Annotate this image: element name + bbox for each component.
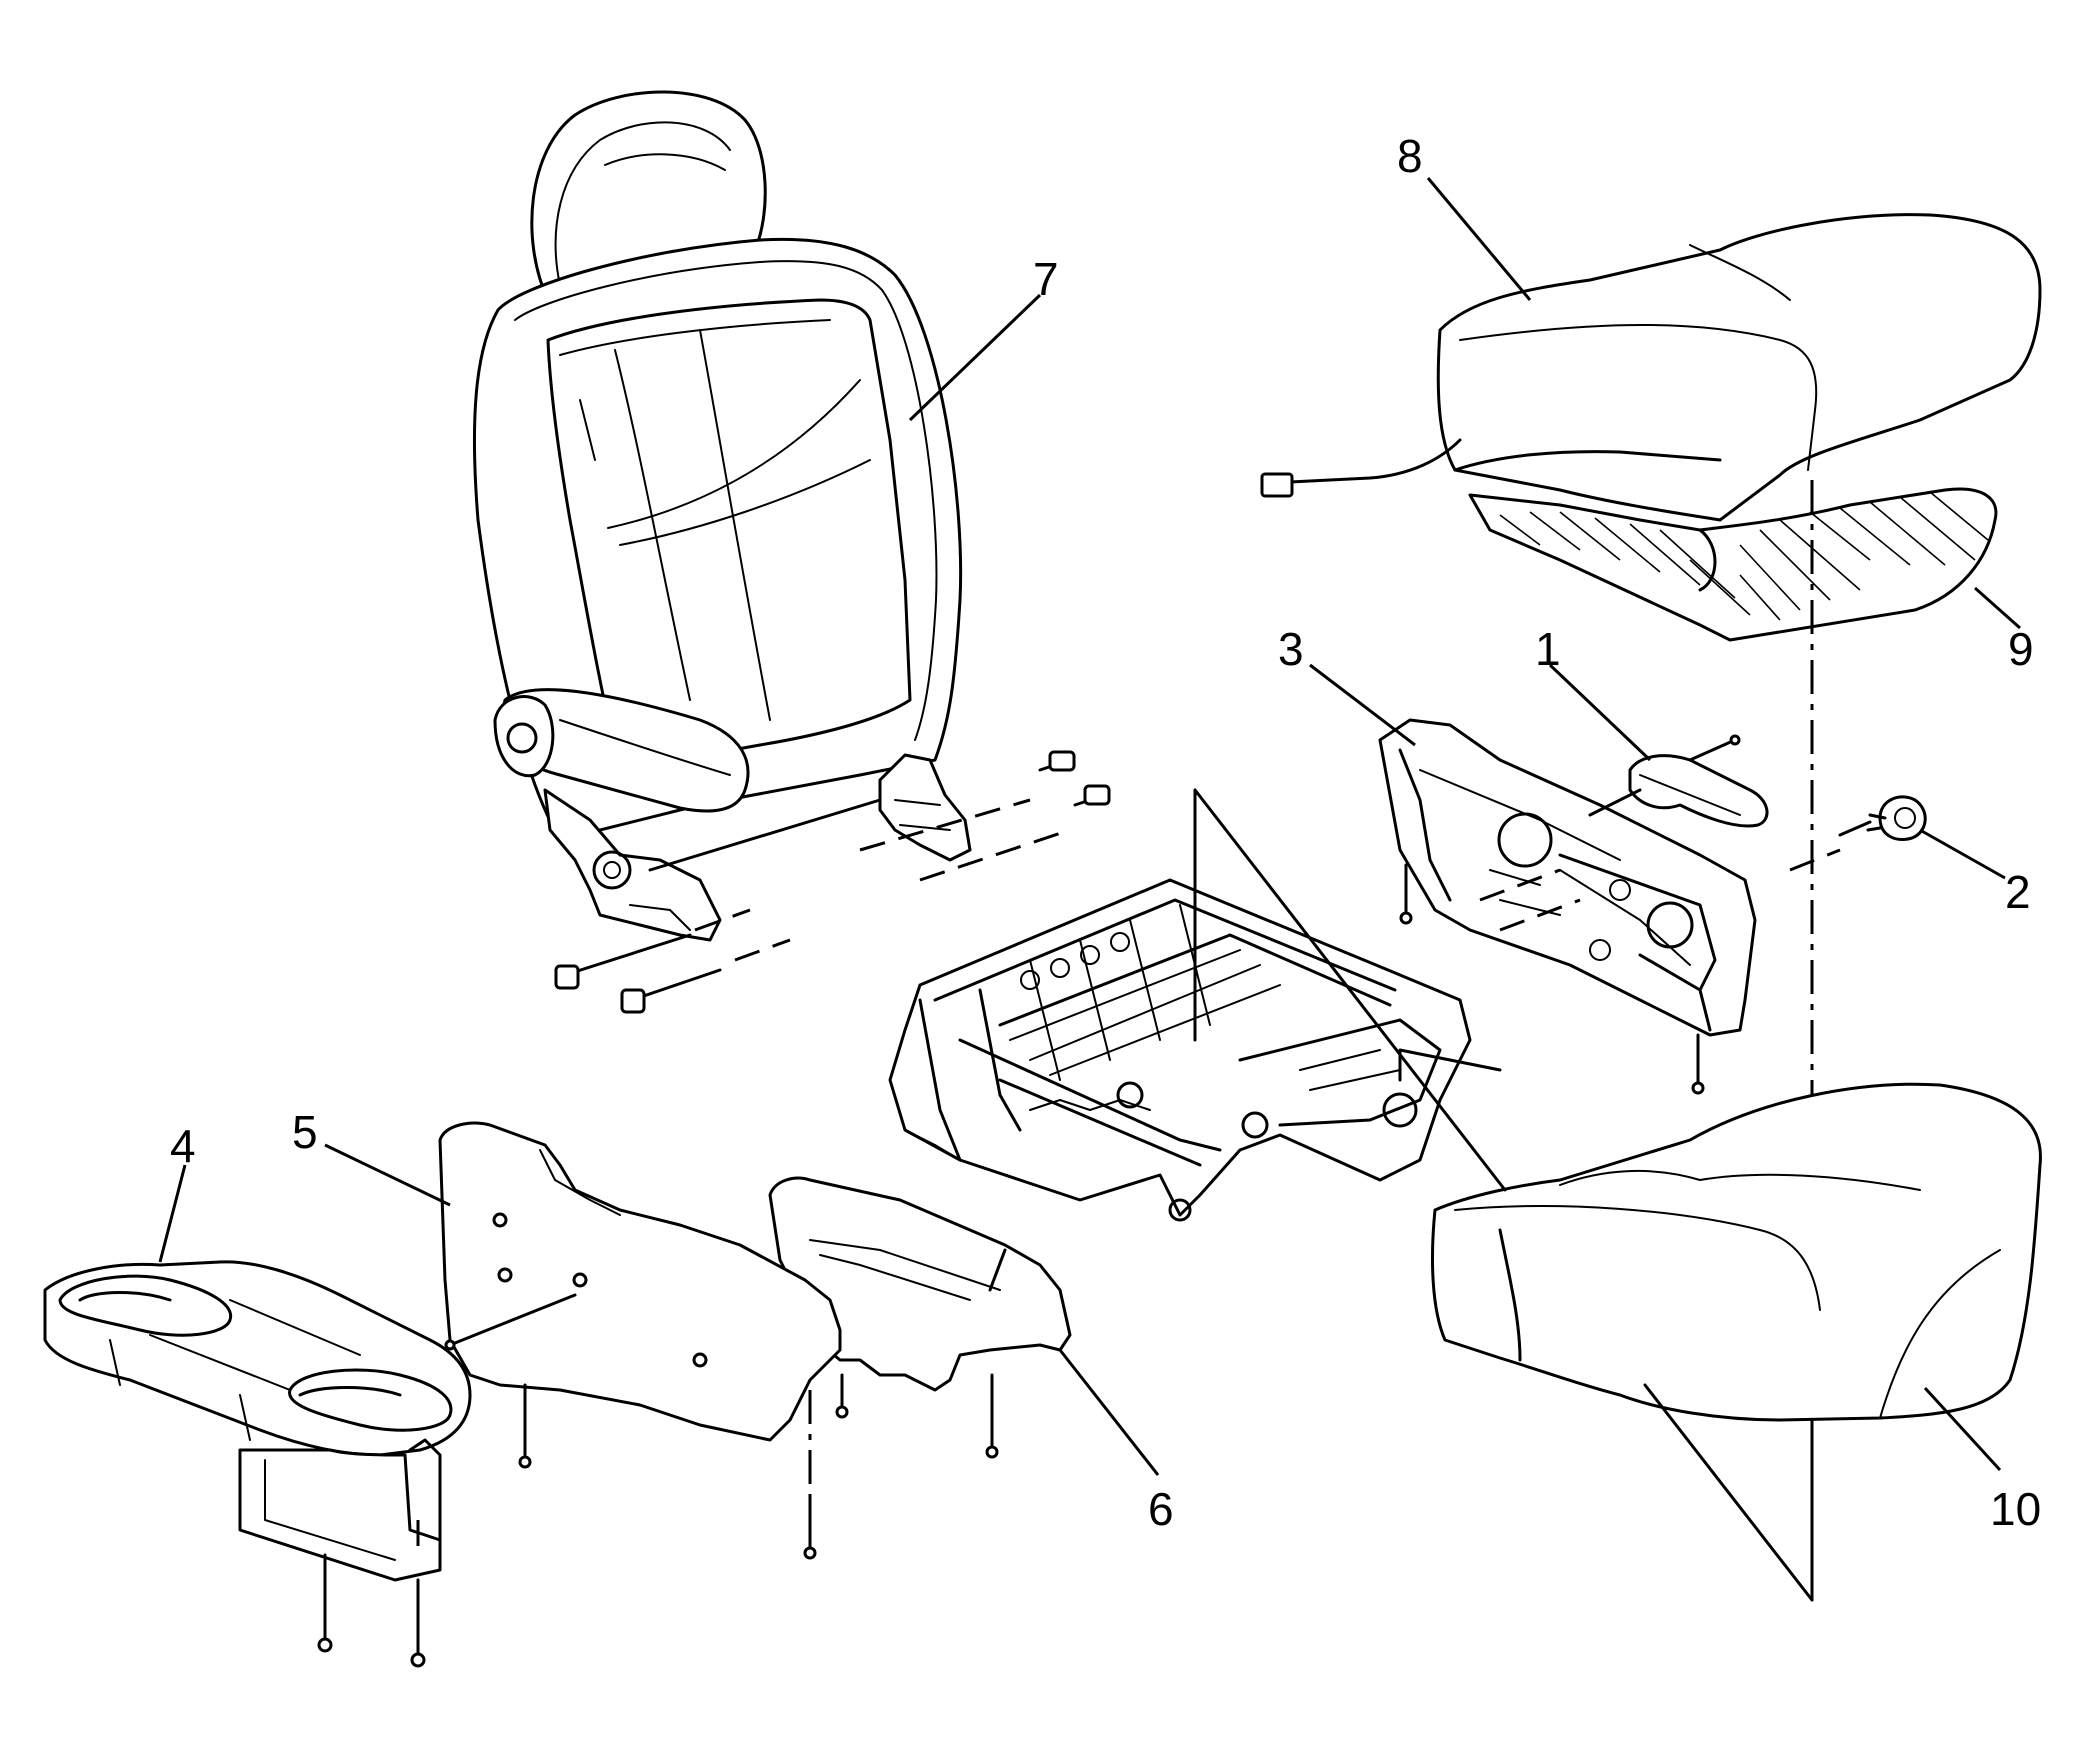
callout-4: 4 (170, 1120, 196, 1172)
seat-adjuster-frame (888, 788, 1472, 1222)
seat-cushion-top (1260, 213, 2042, 522)
side-trim-outer (438, 1121, 842, 1442)
pad-hatching (1499, 491, 1989, 621)
callout-7: 7 (1033, 253, 1059, 305)
side-trim-fasteners (835, 1373, 999, 1459)
seat-cushion-bottom (1430, 1082, 2042, 1422)
outer-trim-fasteners (444, 1293, 817, 1560)
bracket-fasteners (1399, 863, 1705, 1095)
adjuster-knob (1789, 795, 1927, 872)
callout-leaders (158, 177, 2021, 1476)
recliner-handle (1588, 734, 1769, 828)
callout-10: 10 (1990, 1483, 2041, 1535)
callout-6: 6 (1148, 1483, 1174, 1535)
recliner-bracket (1378, 718, 1757, 1082)
callout-labels: 1 2 3 4 5 6 7 8 9 10 (170, 130, 2041, 1535)
cupholder-tray (43, 1260, 472, 1582)
seat-back (472, 90, 972, 942)
callout-8: 8 (1397, 130, 1423, 182)
seat-cushion-pad (1468, 487, 1998, 642)
side-trim-inner (768, 1176, 1072, 1392)
callout-3: 3 (1278, 623, 1304, 675)
tray-fasteners (317, 1520, 426, 1668)
seatback-bolts (554, 750, 1111, 1014)
callout-1: 1 (1535, 623, 1561, 675)
callout-9: 9 (2008, 623, 2034, 675)
callout-2: 2 (2005, 866, 2031, 918)
frame-leader-diagonal (1193, 788, 1507, 1192)
cushion-leader-lower (1643, 1383, 1814, 1602)
callout-5: 5 (292, 1106, 318, 1158)
